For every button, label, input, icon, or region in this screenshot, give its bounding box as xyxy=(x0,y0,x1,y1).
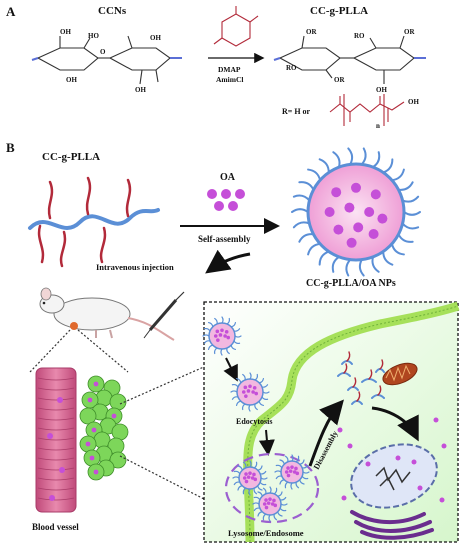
mitochondrion xyxy=(382,362,418,386)
reagent-amimcl: AmimCl xyxy=(216,75,244,84)
injection-label: Intravenous injection xyxy=(96,262,174,272)
terminal-oh-label: OH xyxy=(408,98,419,106)
disassembly-arrow xyxy=(308,399,344,467)
injection-arrow xyxy=(205,249,251,274)
oh-label-2: OH xyxy=(66,76,77,84)
blood-vessel xyxy=(35,367,77,513)
r-definition: R= H or xyxy=(282,107,311,116)
o-label-1: O xyxy=(100,48,106,56)
oh-label-4: OH xyxy=(135,86,146,94)
panel-b-letter: B xyxy=(6,140,15,155)
disassembled-fragments xyxy=(337,351,385,405)
nanoparticle-extracellular xyxy=(202,316,242,356)
or-label-3: OR xyxy=(404,28,415,36)
oh-label-3: OH xyxy=(150,34,161,42)
drug-label: OA xyxy=(220,172,236,183)
nuclear-arrow xyxy=(371,406,419,442)
nanoparticle-endocytosis xyxy=(230,372,270,412)
zoom-line-right xyxy=(77,329,129,373)
lactide-monomer xyxy=(213,6,259,47)
ccn-structure xyxy=(31,35,182,85)
drug-molecules xyxy=(207,189,245,211)
product-label: CC-g-PLLA xyxy=(310,5,368,17)
tissue-cells xyxy=(79,375,129,481)
zoom-line-bottom xyxy=(119,455,207,501)
ro-label-1: RO xyxy=(286,64,297,72)
endocytosis-label: Edocytosis xyxy=(236,417,272,426)
repeat-n-label: n xyxy=(376,122,380,130)
nanoparticle xyxy=(291,147,421,277)
polymer-label: CC-g-PLLA xyxy=(42,151,100,163)
syringe-icon xyxy=(143,291,185,339)
or-label-1: OR xyxy=(306,28,317,36)
pla-repeat-structure xyxy=(329,94,405,126)
oh-label-5: OH xyxy=(376,86,387,94)
or-label-2: OR xyxy=(334,76,345,84)
reactant-label: CCNs xyxy=(98,5,127,17)
lysosome-compartment xyxy=(224,452,320,524)
product-structure xyxy=(273,35,426,84)
mouse-illustration xyxy=(39,287,175,341)
nucleus xyxy=(350,443,438,509)
nanoparticle-label: CC-g-PLLA/OA NPs xyxy=(306,278,396,289)
panel-a-letter: A xyxy=(6,4,16,19)
oh-label-1: OH xyxy=(60,28,71,36)
endoplasmic-reticulum xyxy=(350,510,434,540)
uptake-arrow xyxy=(223,357,238,382)
compartment-label: Lysosome/Endosome xyxy=(228,528,304,538)
zoom-line-left xyxy=(29,329,71,373)
reagent-dmap: DMAP xyxy=(218,65,241,74)
zoom-line-top xyxy=(119,365,207,405)
polymer-diagram xyxy=(28,176,160,268)
cytoplasmic-drug xyxy=(337,417,447,503)
ro-label-2: RO xyxy=(354,32,365,40)
trafficking-arrow xyxy=(258,429,275,456)
process-label: Self-assembly xyxy=(198,234,251,244)
ho-label-1: HO xyxy=(88,32,99,40)
vessel-label: Blood vessel xyxy=(32,522,79,532)
